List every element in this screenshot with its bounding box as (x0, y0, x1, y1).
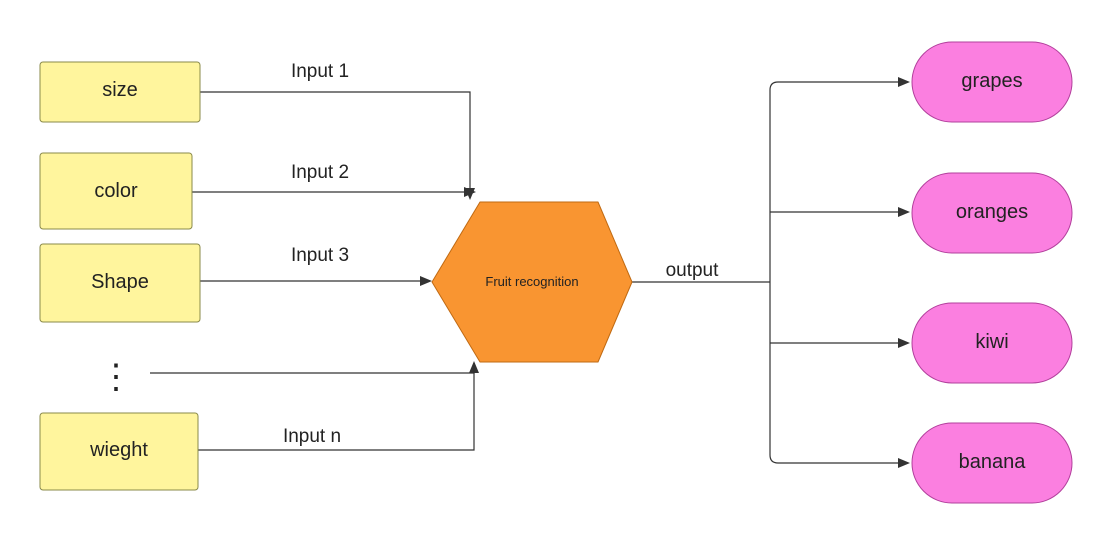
output-label-banana: banana (959, 451, 1027, 473)
output-label-kiwi: kiwi (975, 331, 1008, 353)
output-node-oranges: oranges (911, 172, 1073, 254)
edge-ellipsis-to-center (150, 361, 479, 374)
input-label-size: size (102, 79, 138, 101)
edge-size-to-center (200, 91, 475, 200)
ellipsis-more-inputs: ⋮ (99, 358, 133, 396)
edge-weight-to-center (198, 363, 475, 451)
edge-label-input-1: Input 1 (291, 61, 349, 82)
edge-label-output: output (666, 260, 720, 281)
input-node-size: size (39, 61, 201, 123)
edge-label-input-n: Input n (283, 426, 341, 447)
connectors (150, 77, 910, 468)
output-node-grapes: grapes (911, 41, 1073, 123)
output-label-grapes: grapes (961, 70, 1022, 92)
output-node-kiwi: kiwi (911, 302, 1073, 384)
edge-label-input-2: Input 2 (291, 162, 349, 183)
center-node-fruit-recognition: Fruit recognition (431, 201, 633, 363)
input-node-color: color (39, 152, 193, 230)
edge-to-grapes (769, 77, 910, 91)
edge-label-input-3: Input 3 (291, 245, 349, 266)
input-label-shape: Shape (91, 271, 149, 293)
output-node-banana: banana (911, 422, 1073, 504)
input-node-weight: wieght (39, 412, 199, 491)
input-node-shape: Shape (39, 243, 201, 323)
edge-to-banana (769, 454, 910, 468)
output-label-oranges: oranges (956, 201, 1028, 223)
input-label-color: color (94, 180, 138, 202)
input-label-weight: wieght (89, 439, 148, 461)
center-label: Fruit recognition (485, 274, 578, 289)
